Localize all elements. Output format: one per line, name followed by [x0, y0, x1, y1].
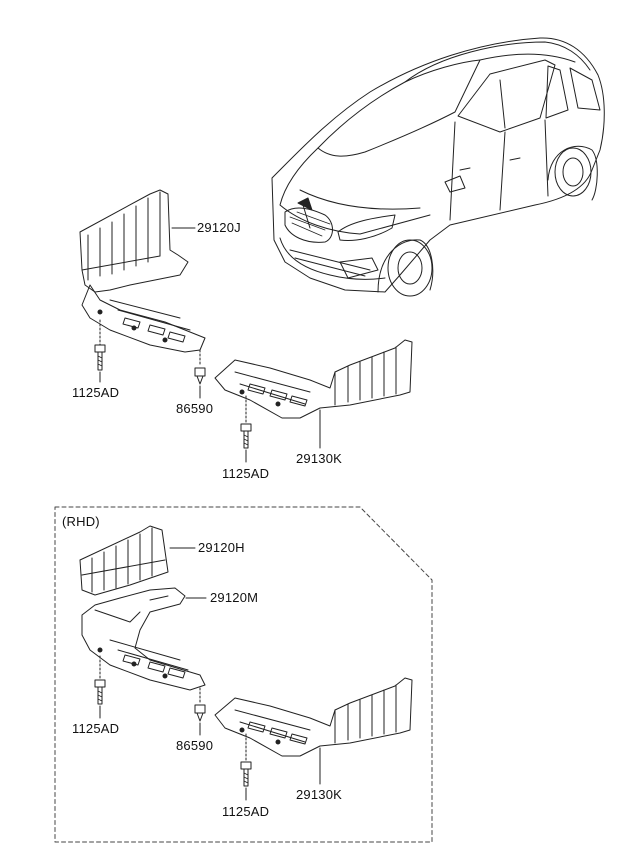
label-1125AD-rhd-right: 1125AD: [222, 804, 270, 819]
under-cover-29120H: [79, 525, 196, 596]
under-cover-right-29130K-rhd: [214, 677, 413, 785]
bolt-1125AD-upper-left: [94, 319, 106, 383]
label-29120M: 29120M: [210, 590, 259, 605]
under-cover-right-29130K: [214, 339, 413, 449]
bolt-1125AD-rhd-left: [94, 655, 106, 719]
label-29120J: 29120J: [197, 220, 241, 235]
bolt-1125AD-rhd-right: [240, 733, 252, 801]
under-cover-left-29120J: [79, 189, 206, 353]
label-86590-rhd: 86590: [176, 738, 214, 753]
bolt-1125AD-upper-right: [240, 395, 252, 463]
label-1125AD-upper-right: 1125AD: [222, 466, 270, 481]
label-1125AD-upper-left: 1125AD: [72, 385, 120, 400]
rhd-section-boundary: [54, 506, 433, 843]
vehicle-illustration: [271, 37, 605, 297]
clip-86590-upper: [194, 349, 206, 399]
under-cover-left-29120M: [81, 587, 207, 691]
label-86590-upper: 86590: [176, 401, 214, 416]
clip-86590-rhd: [194, 687, 206, 736]
rhd-section-label: (RHD): [62, 514, 100, 529]
label-29130K-rhd: 29130K: [296, 787, 343, 802]
label-1125AD-rhd-left: 1125AD: [72, 721, 120, 736]
label-29120H: 29120H: [198, 540, 245, 555]
label-29130K-upper: 29130K: [296, 451, 343, 466]
